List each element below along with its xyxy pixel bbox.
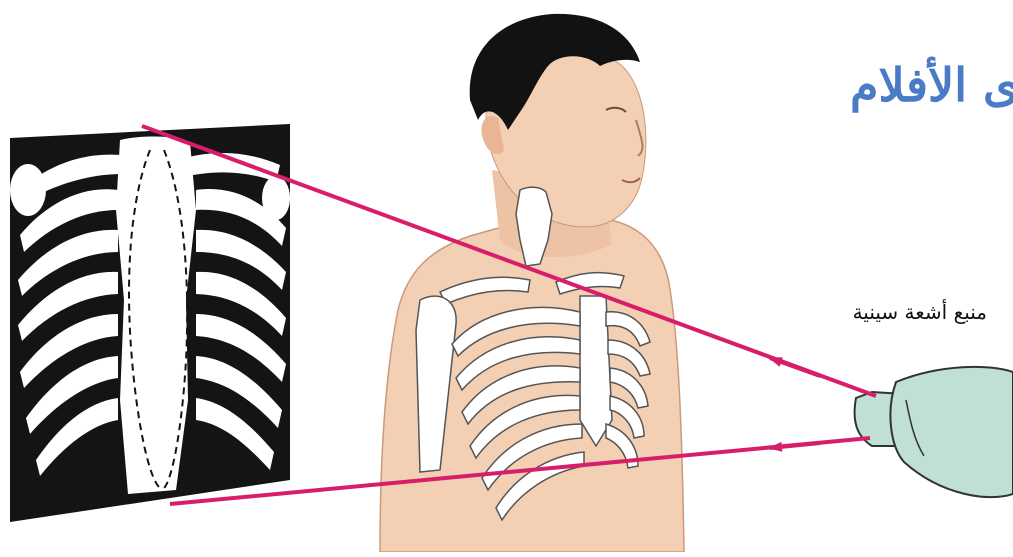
xray-film — [10, 124, 290, 522]
xray-source-label: منبع أشعة سينية — [853, 300, 987, 324]
xray-tube — [855, 367, 1013, 497]
ray-arrow-upper — [770, 358, 820, 376]
diagram-title: ى الأفلام — [850, 58, 1013, 112]
ray-arrow-lower — [770, 443, 820, 448]
tube-body — [890, 367, 1013, 497]
